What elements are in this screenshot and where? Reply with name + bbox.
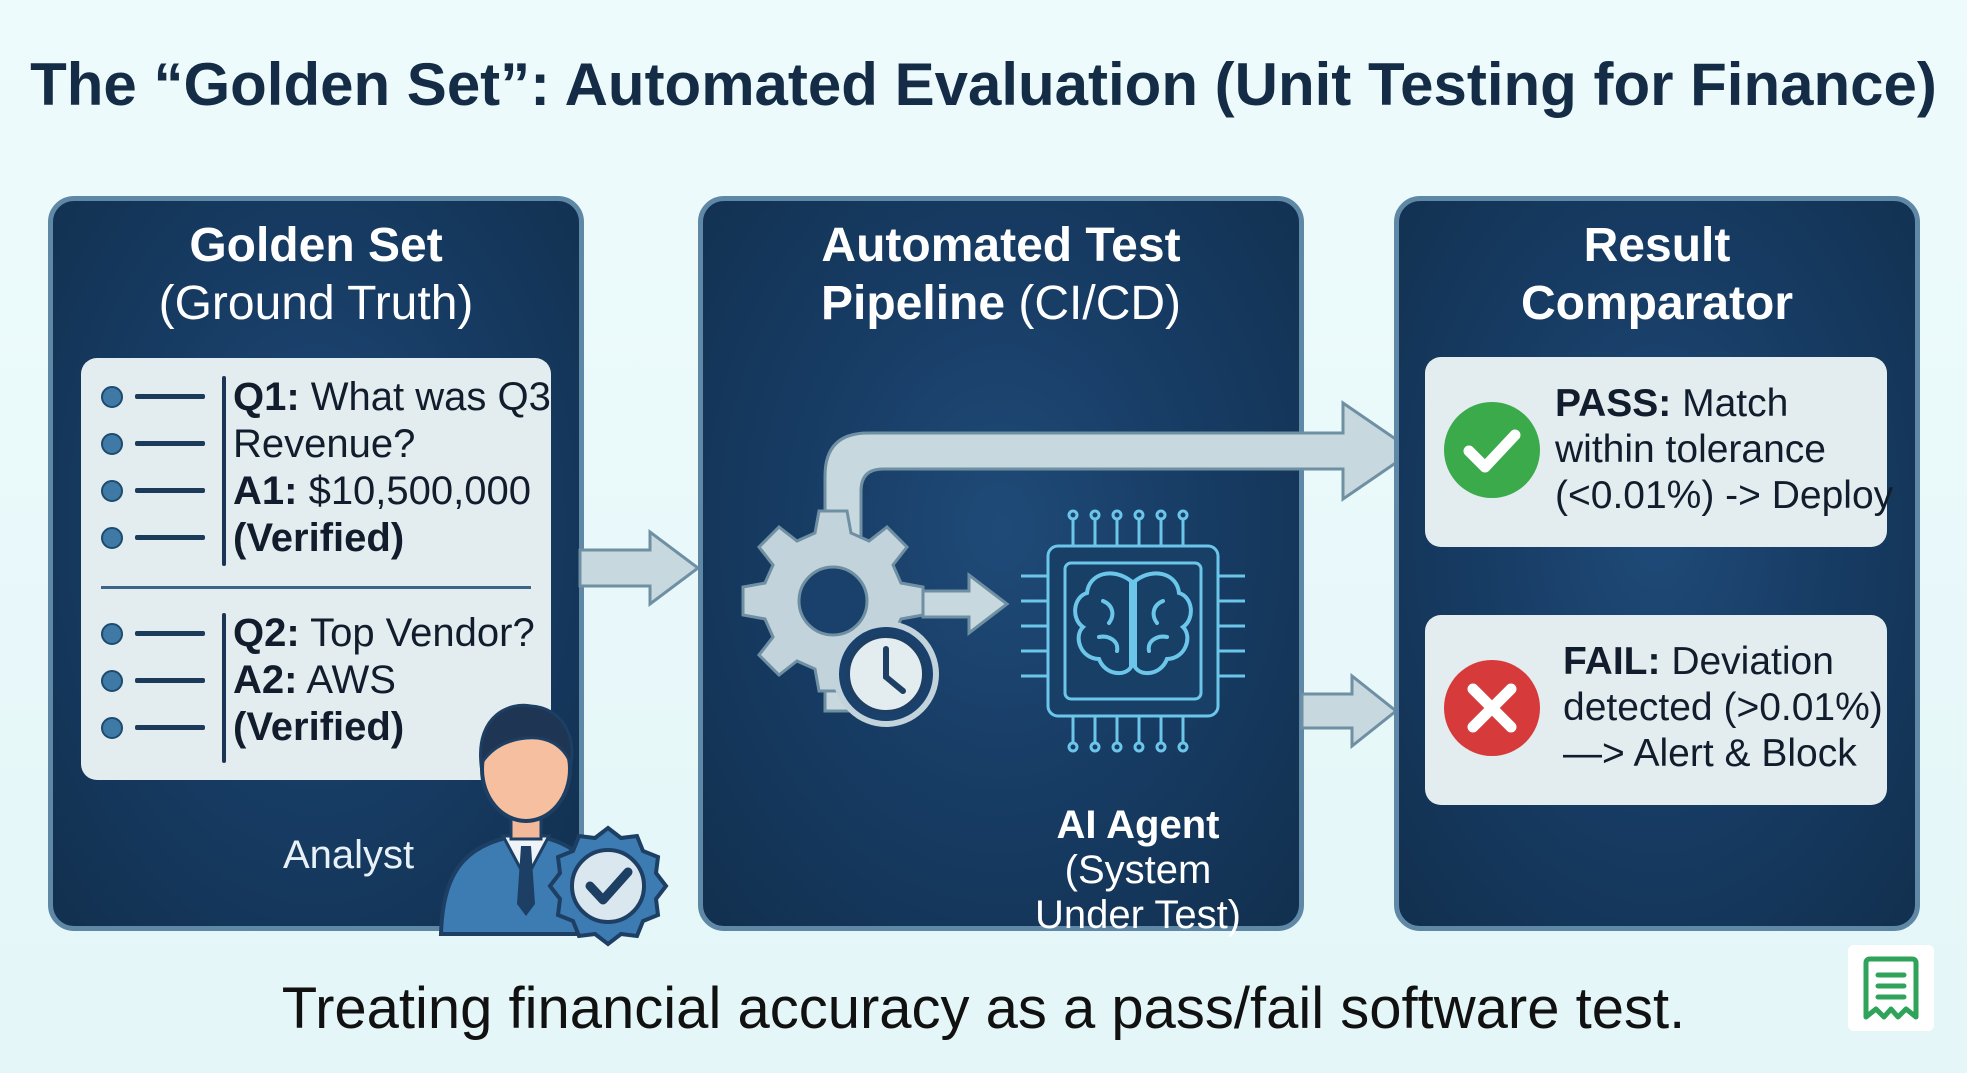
a2-label: A2: <box>233 658 298 702</box>
q1-line1: Q1: What was Q3 <box>233 374 551 421</box>
bullet-dot <box>101 717 123 739</box>
page-title: The “Golden Set”: Automated Evaluation (… <box>30 51 1937 118</box>
agent-label-line2: (System <box>1064 848 1212 892</box>
result-comparator-panel: Result Comparator PASS: Match within tol… <box>1394 196 1920 931</box>
a2-line: A2: AWS <box>233 657 396 704</box>
fail-text-line2: detected (>0.01%) <box>1563 686 1883 729</box>
bullet-line <box>135 535 205 540</box>
bullet-line <box>135 725 205 730</box>
a1-label: A1: <box>233 469 298 513</box>
fail-card: FAIL: Deviation detected (>0.01%) —> Ale… <box>1425 615 1887 805</box>
result-title-line2: Comparator <box>1520 277 1794 330</box>
pass-text-line2: within tolerance <box>1555 428 1826 471</box>
q1-label: Q1: <box>233 375 300 419</box>
qa-divider <box>101 586 531 589</box>
agent-label-line3: Under Test) <box>1034 893 1241 937</box>
verified-badge-icon <box>547 825 669 947</box>
pass-label: PASS: <box>1555 382 1672 425</box>
bullet-line <box>135 441 205 446</box>
golden-set-title: Golden Set <box>189 219 443 272</box>
arrow-golden-to-pipeline <box>578 529 701 607</box>
fail-label: FAIL: <box>1563 640 1661 683</box>
bullet-dot <box>101 433 123 455</box>
pass-text-line3: (<0.01%) -> Deploy <box>1555 474 1894 517</box>
document-icon[interactable] <box>1848 945 1934 1031</box>
golden-set-qa-card: Q1: What was Q3 Revenue? A1: $10,500,000… <box>81 358 551 780</box>
golden-set-heading: Golden Set (Ground Truth) <box>53 217 579 333</box>
pipeline-panel: Automated Test Pipeline (CI/CD) <box>698 196 1416 937</box>
qa-vertical-bar <box>222 613 226 763</box>
a1-line: A1: $10,500,000 <box>233 468 531 515</box>
pipeline-heading: Automated Test Pipeline (CI/CD) <box>703 217 1299 333</box>
result-heading: Result Comparator <box>1399 217 1915 333</box>
q1-text-line1: What was Q3 <box>299 375 551 419</box>
arrow-gear-to-agent <box>921 571 1010 637</box>
pipeline-title-line1: Automated Test <box>821 219 1181 272</box>
bullet-dot <box>101 623 123 645</box>
golden-set-panel: Golden Set (Ground Truth) Q1: What was Q… <box>48 196 669 947</box>
clock-icon <box>833 621 939 727</box>
caption: Treating financial accuracy as a pass/fa… <box>281 976 1686 1041</box>
q2-line: Q2: Top Vendor? <box>233 610 535 657</box>
qa-vertical-bar <box>222 376 226 566</box>
pass-text: PASS: Match within tolerance (<0.01%) ->… <box>1555 381 1893 519</box>
bullet-line <box>135 394 205 399</box>
bullet-dot <box>101 386 123 408</box>
pipeline-title-normal: (CI/CD) <box>1005 277 1182 330</box>
brain-icon <box>1073 571 1193 676</box>
golden-set-subtitle: (Ground Truth) <box>158 277 474 330</box>
fail-text: FAIL: Deviation detected (>0.01%) —> Ale… <box>1563 639 1883 777</box>
bullet-dot <box>101 480 123 502</box>
bullet-line <box>135 631 205 636</box>
fail-text-line1: Deviation <box>1660 640 1834 683</box>
fail-text-line3: —> Alert & Block <box>1563 732 1857 775</box>
bullet-dot <box>101 670 123 692</box>
a2-value: AWS <box>297 658 396 702</box>
a1-value: $10,500,000 <box>297 469 532 513</box>
a2-verified: (Verified) <box>233 705 405 749</box>
pass-text-line1: Match <box>1671 382 1789 425</box>
pass-card: PASS: Match within tolerance (<0.01%) ->… <box>1425 357 1893 547</box>
agent-label-title: AI Agent <box>1056 803 1220 847</box>
agent-label: AI Agent (System Under Test) <box>973 803 1303 938</box>
a1-verified: (Verified) <box>233 516 405 560</box>
q2-text: Top Vendor? <box>299 611 535 655</box>
cross-icon <box>1444 660 1540 756</box>
q1-text-line2: Revenue? <box>233 422 416 466</box>
bullet-line <box>135 488 205 493</box>
ai-chip-icon <box>1021 509 1245 753</box>
q2-label: Q2: <box>233 611 300 655</box>
analyst-label: Analyst <box>283 833 415 877</box>
bullet-line <box>135 678 205 683</box>
check-icon <box>1444 402 1540 498</box>
arrow-pipeline-to-fail <box>1300 672 1399 750</box>
bullet-dot <box>101 527 123 549</box>
result-title-line1: Result <box>1583 219 1731 272</box>
pipeline-title-bold: Pipeline <box>820 277 1006 330</box>
